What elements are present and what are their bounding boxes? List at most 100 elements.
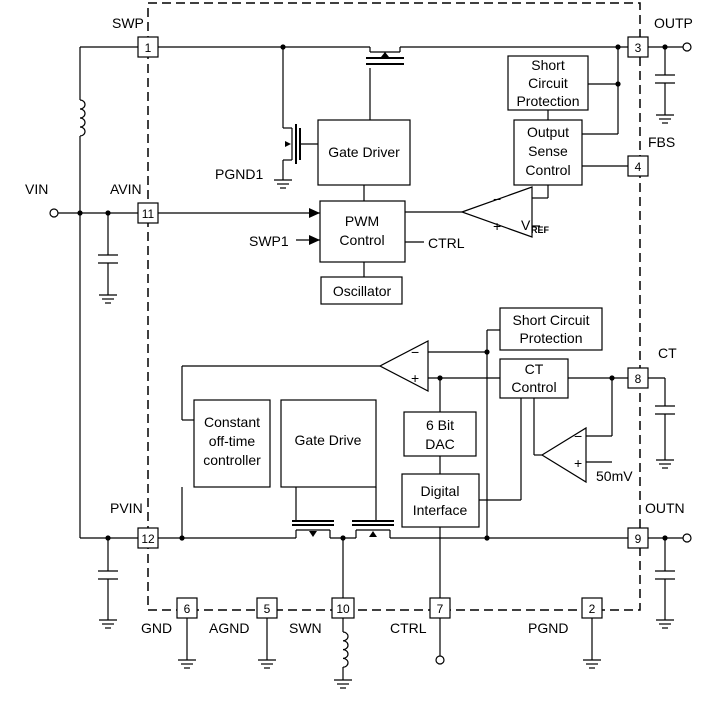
svg-text:1: 1 (145, 41, 152, 55)
svg-text:7: 7 (437, 602, 444, 616)
error-amplifier: − + V REF (460, 186, 550, 238)
svg-text:Gate Drive: Gate Drive (295, 432, 362, 448)
ground-symbols (99, 114, 674, 689)
pin-label-ctrl: CTRL (390, 620, 427, 636)
pin-label-outn: OUTN (645, 500, 685, 516)
ctrl-terminal (435, 655, 445, 665)
ct-amp-minus: − (574, 428, 582, 444)
vin-label: VIN (25, 181, 48, 197)
outn-terminal (682, 533, 692, 543)
ctrl-internal-label: CTRL (428, 235, 465, 251)
pin-label-ct: CT (658, 345, 677, 361)
junction-dots (77, 44, 668, 541)
svg-text:Protection: Protection (516, 93, 579, 109)
ct-amplifier: − + 50mV (540, 426, 633, 484)
svg-text:DAC: DAC (425, 436, 455, 452)
svg-text:Digital: Digital (421, 483, 460, 499)
svg-text:Output: Output (527, 124, 569, 140)
ct-control-block: CT Control (499, 358, 569, 399)
svg-text:10: 10 (336, 602, 350, 616)
pin-label-gnd: GND (141, 620, 172, 636)
pgnd1-label: PGND1 (215, 166, 263, 182)
svg-text:Protection: Protection (519, 330, 582, 346)
comparator: − + (378, 340, 429, 392)
svg-text:Control: Control (525, 162, 570, 178)
pin-label-pvin: PVIN (110, 500, 143, 516)
comparator-plus: + (411, 370, 419, 386)
svg-text:4: 4 (635, 160, 642, 174)
svg-text:Short Circuit: Short Circuit (512, 312, 589, 328)
pin-1: 1 (137, 36, 159, 58)
pin-9: 9 (627, 527, 649, 549)
avin-arrow (309, 208, 320, 218)
pin-12: 12 (137, 527, 159, 549)
error-amp-plus: + (493, 218, 501, 234)
swn-inductor (342, 631, 349, 668)
pin-label-outp: OUTP (654, 15, 693, 31)
pin-label-swp: SWP (112, 15, 144, 31)
pin-4: 4 (627, 155, 649, 177)
pin-5: 5 (256, 597, 278, 619)
svg-text:3: 3 (635, 41, 642, 55)
constant-off-time-block: Constant off-time controller (193, 399, 271, 488)
pin-8: 8 (627, 367, 649, 389)
pin-label-pgnd: PGND (528, 620, 568, 636)
wires (58, 46, 683, 680)
vin-terminal (49, 208, 59, 218)
capacitors (98, 74, 675, 580)
bottom-right-mosfet (352, 520, 394, 538)
comparator-minus: − (411, 344, 419, 360)
svg-text:Constant: Constant (204, 414, 260, 430)
swp1-label: SWP1 (249, 233, 289, 249)
error-amp-minus: − (493, 191, 501, 207)
outp-terminal (682, 42, 692, 52)
pin-2: 2 (581, 597, 603, 619)
pin-label-swn: SWN (289, 620, 322, 636)
svg-text:off-time: off-time (209, 433, 256, 449)
pin-3: 3 (627, 36, 649, 58)
svg-text:8: 8 (635, 372, 642, 386)
pin-6: 6 (176, 597, 198, 619)
pin-10: 10 (331, 597, 355, 619)
svg-text:Control: Control (339, 232, 384, 248)
svg-text:Gate Driver: Gate Driver (328, 144, 400, 160)
high-side-mosfet (366, 47, 404, 65)
svg-text:11: 11 (142, 207, 155, 221)
svg-text:6 Bit: 6 Bit (426, 417, 454, 433)
vref-subscript: REF (531, 225, 550, 235)
svg-text:PWM: PWM (345, 213, 379, 229)
pin-7: 7 (429, 597, 451, 619)
ic-boundary (147, 2, 641, 611)
ct-amp-plus: + (574, 455, 582, 471)
pwm-control-block: PWM Control (319, 200, 406, 263)
svg-text:Oscillator: Oscillator (333, 283, 392, 299)
svg-text:12: 12 (141, 532, 155, 546)
pin-label-agnd: AGND (209, 620, 249, 636)
svg-text:Sense: Sense (528, 143, 568, 159)
scp-top-block: Short Circuit Protection (507, 55, 589, 111)
svg-text:Circuit: Circuit (528, 75, 568, 91)
gate-driver-block: Gate Driver (317, 119, 411, 186)
svg-text:Control: Control (511, 379, 556, 395)
scp-bottom-block: Short Circuit Protection (499, 307, 603, 351)
oscillator-block: Oscillator (320, 276, 403, 305)
input-inductor (79, 99, 86, 137)
svg-text:2: 2 (589, 602, 596, 616)
svg-text:CT: CT (525, 361, 544, 377)
svg-text:controller: controller (203, 452, 261, 468)
vref-label: V (521, 217, 531, 233)
pin-11: 11 (137, 202, 159, 224)
digital-interface-block: Digital Interface (401, 473, 480, 528)
gate-drive-block: Gate Drive (280, 399, 377, 488)
svg-text:Short: Short (531, 57, 565, 73)
low-side-mosfet (283, 124, 301, 164)
svg-text:9: 9 (635, 532, 642, 546)
pin-label-fbs: FBS (648, 134, 675, 150)
svg-text:6: 6 (184, 602, 191, 616)
dac-block: 6 Bit DAC (403, 411, 477, 457)
svg-text:5: 5 (264, 602, 271, 616)
offset-label: 50mV (596, 468, 633, 484)
output-sense-block: Output Sense Control (513, 119, 583, 186)
swp1-arrow (309, 235, 320, 245)
